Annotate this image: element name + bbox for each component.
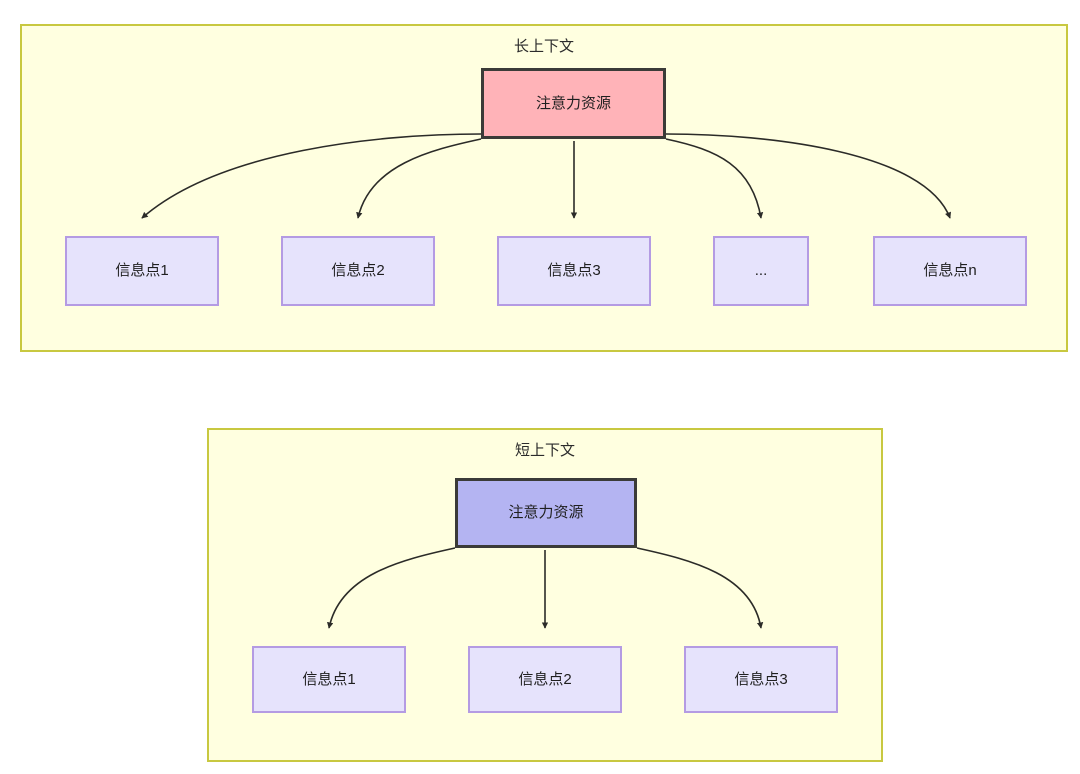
node-label: 信息点2 bbox=[518, 670, 572, 688]
node-long-context-attention-resource[interactable]: 注意力资源 bbox=[481, 68, 666, 139]
node-long-context-info-point-n[interactable]: 信息点n bbox=[873, 236, 1027, 306]
node-label: 注意力资源 bbox=[535, 94, 611, 112]
node-label: ... bbox=[754, 262, 768, 279]
node-long-context-info-point-2[interactable]: 信息点2 bbox=[281, 236, 435, 306]
node-short-context-info-point-1[interactable]: 信息点1 bbox=[252, 646, 406, 713]
panel-long-context-title: 长上下文 bbox=[513, 38, 574, 55]
node-long-context-info-point-3[interactable]: 信息点3 bbox=[497, 236, 651, 306]
node-long-context-info-point-ellipsis[interactable]: ... bbox=[713, 236, 809, 306]
node-long-context-info-point-1[interactable]: 信息点1 bbox=[65, 236, 219, 306]
node-short-context-info-point-3[interactable]: 信息点3 bbox=[684, 646, 838, 713]
node-label: 信息点1 bbox=[115, 262, 169, 279]
panel-short-context-title: 短上下文 bbox=[514, 442, 575, 459]
node-label: 信息点3 bbox=[547, 262, 601, 279]
node-label: 信息点2 bbox=[331, 262, 385, 279]
node-short-context-info-point-2[interactable]: 信息点2 bbox=[468, 646, 622, 713]
node-short-context-attention-resource[interactable]: 注意力资源 bbox=[455, 478, 637, 548]
node-label: 注意力资源 bbox=[508, 504, 584, 521]
node-label: 信息点1 bbox=[302, 670, 356, 688]
node-label: 信息点3 bbox=[734, 670, 788, 688]
node-label: 信息点n bbox=[923, 262, 977, 279]
